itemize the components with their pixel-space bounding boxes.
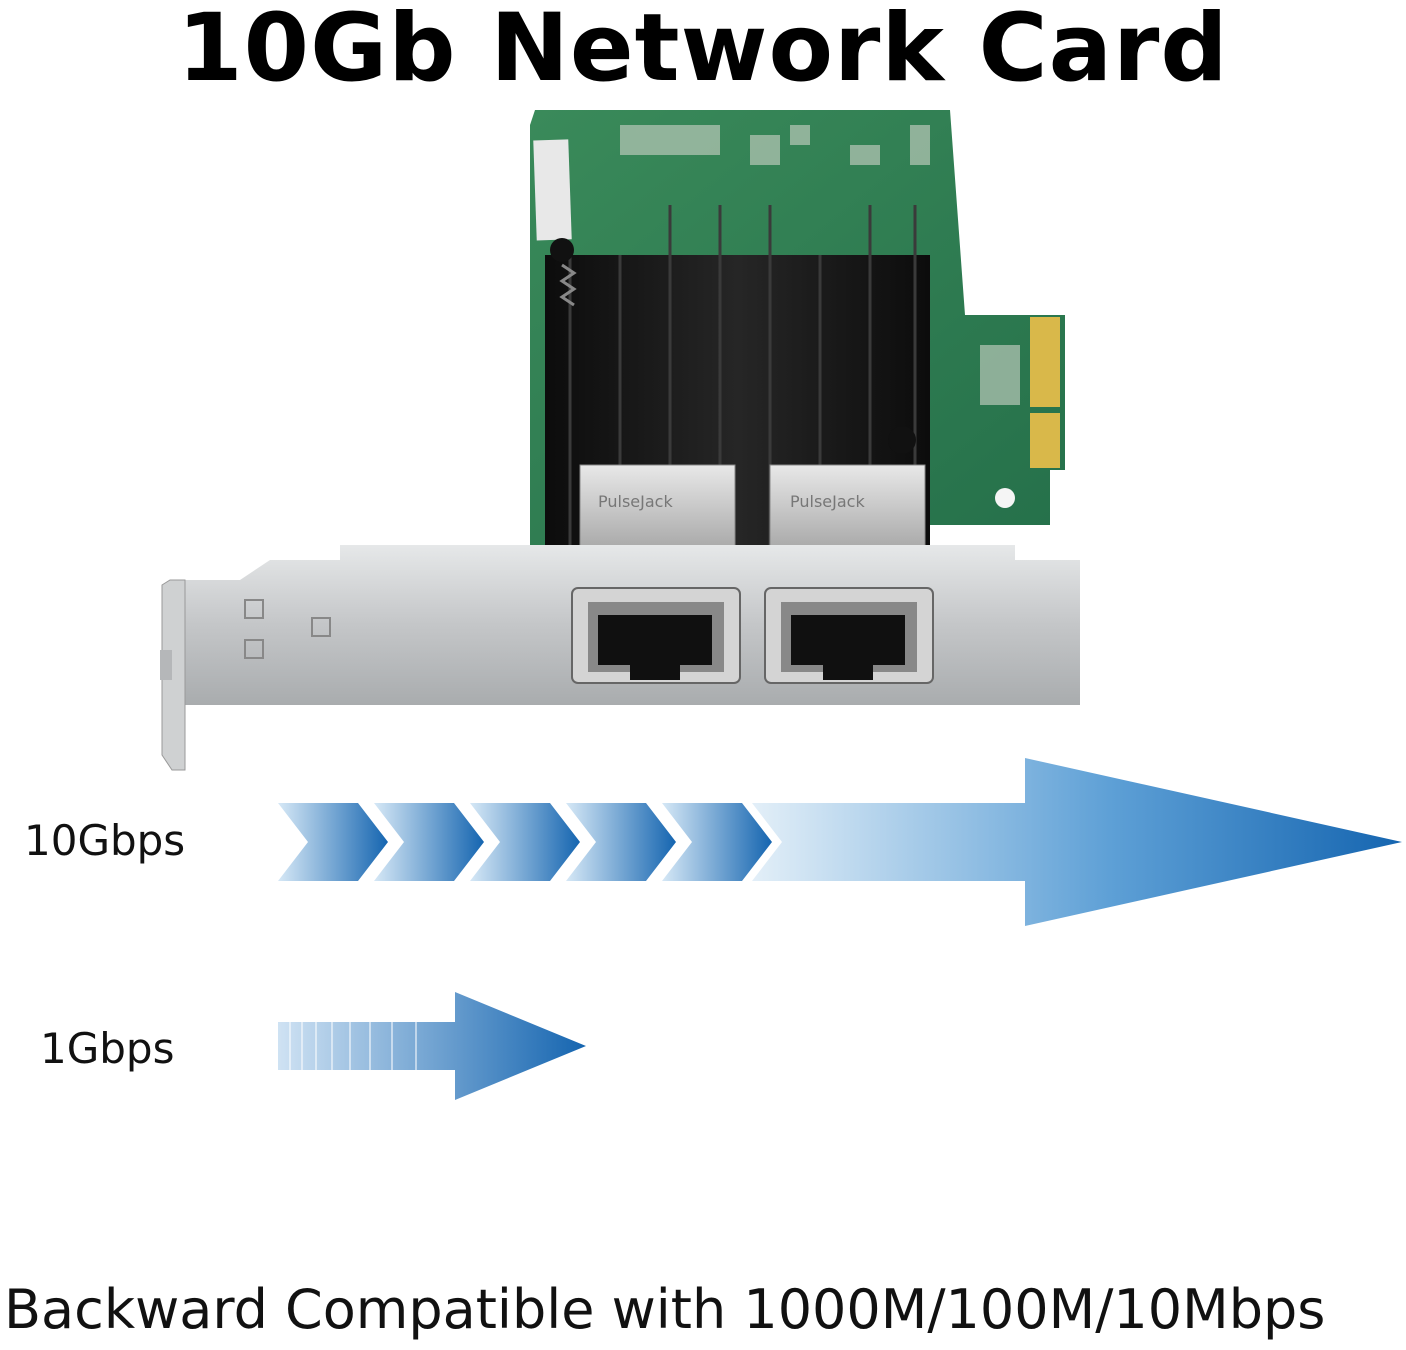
compatibility-caption: Backward Compatible with 1000M/100M/10Mb… (4, 1278, 1326, 1341)
jack-brand-text-2: PulseJack (790, 492, 865, 511)
speed-arrows (278, 758, 1402, 1100)
heatsink (545, 205, 930, 550)
chevron-3 (470, 803, 580, 881)
pcie-gold-contacts (1030, 317, 1060, 468)
network-card-image: PulseJack PulseJack (160, 110, 1080, 771)
chevron-1 (278, 803, 388, 881)
chevron-4 (566, 803, 676, 881)
big-arrow-head (752, 758, 1402, 926)
page-title: 10Gb Network Card (177, 0, 1229, 103)
rj45-jack-housings: PulseJack PulseJack (579, 464, 926, 551)
rj45-port-2 (764, 587, 934, 684)
rj45-port-1 (571, 587, 741, 684)
speed-label-10gbps: 10Gbps (24, 816, 186, 865)
chevron-5 (662, 803, 772, 881)
chevron-2 (374, 803, 484, 881)
arrow-1gbps (278, 992, 586, 1100)
speed-label-1gbps: 1Gbps (40, 1024, 175, 1073)
arrow-10gbps (278, 758, 1402, 926)
jack-brand-text-1: PulseJack (598, 492, 673, 511)
